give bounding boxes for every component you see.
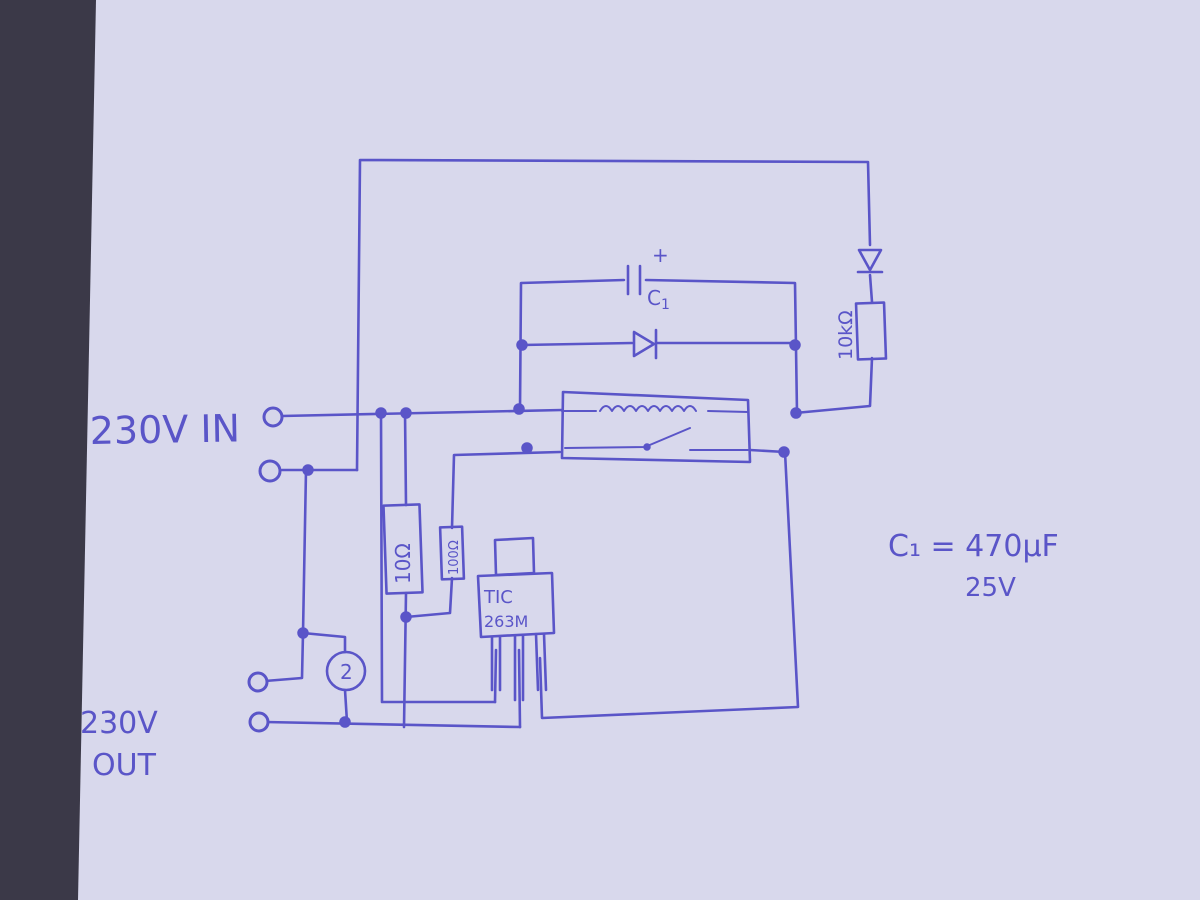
meter-symbol [325, 650, 367, 692]
resistor-top [854, 301, 888, 361]
relay-enclosure [560, 390, 752, 464]
paper-sheet [78, 0, 1200, 900]
resistor-top-label: 10kΩ [835, 310, 857, 360]
junction-3 [513, 403, 525, 415]
wire-capacitor-block [518, 278, 799, 415]
capacitor-polarity: + [652, 243, 669, 267]
junction-11 [521, 442, 533, 454]
resistor-left-label: 10Ω [391, 543, 415, 584]
relay-coil [561, 405, 749, 413]
thyristor-lead-mid [513, 634, 525, 702]
junction-9 [400, 611, 412, 623]
wiring [263, 158, 874, 729]
capacitor-label: C1 [647, 286, 670, 313]
resistor-mid [438, 525, 466, 581]
capacitor-c1 [626, 264, 642, 296]
thyristor-lead-right [534, 632, 548, 692]
wire-right-branch [793, 273, 874, 415]
junction-2 [400, 407, 412, 419]
resistor-mid-label: 100Ω [447, 540, 462, 575]
junction-8 [297, 627, 309, 639]
relay [560, 390, 752, 464]
wire-top-loop [355, 158, 872, 472]
input-label: 230V IN [89, 406, 240, 453]
output-label-line2: OUT [92, 748, 157, 783]
junction-6 [790, 407, 802, 419]
input-terminal-line [262, 406, 284, 428]
resistor-left [382, 503, 424, 595]
diode-top-triangle [857, 248, 883, 272]
diode-parallel-triangle [632, 330, 656, 358]
diode-top [856, 248, 884, 274]
junction-10 [339, 716, 351, 728]
junction-4 [516, 339, 528, 351]
thyristor-label-line2: 263M [484, 612, 528, 631]
terminals [247, 406, 284, 733]
note-capacitance: C₁ = 470µF [888, 529, 1059, 564]
wire-left-rail [263, 468, 347, 683]
thyristor [476, 536, 556, 702]
thyristor-label-line1: TIC [483, 587, 513, 608]
junction-5 [789, 339, 801, 351]
relay-contact-pivot [643, 443, 651, 451]
output-terminal-top [247, 671, 269, 693]
junction-12 [778, 446, 790, 458]
wire-relay-contact-right [538, 448, 800, 720]
output-label-line1: 230V [80, 706, 158, 741]
meter-symbol-label: 2 [340, 660, 353, 684]
thyristor-body [476, 571, 556, 639]
capacitor-label-subscript: 1 [661, 297, 670, 313]
input-terminal-neutral [258, 459, 282, 483]
junction-1 [375, 407, 387, 419]
note-voltage: 25V [965, 573, 1016, 603]
junctions [297, 339, 802, 728]
output-terminal-bottom [248, 711, 270, 733]
capacitor-label-letter: C [647, 286, 661, 310]
junction-7 [302, 464, 314, 476]
diode-parallel [632, 328, 658, 360]
wire-thyristor-legs [493, 648, 522, 729]
thyristor-lead-left [490, 635, 502, 692]
